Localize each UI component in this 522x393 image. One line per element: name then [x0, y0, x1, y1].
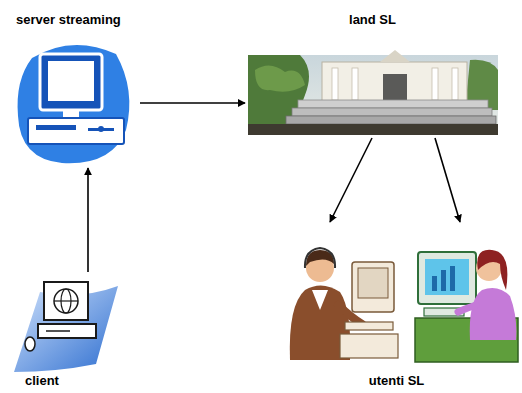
- server-computer-icon: [18, 45, 130, 163]
- drive-slot: [36, 125, 76, 130]
- drive-slot: [46, 330, 70, 332]
- chart-bar: [441, 270, 446, 291]
- column: [452, 68, 458, 100]
- icon-node: client: [12, 272, 127, 390]
- arrow-connector: [330, 138, 372, 222]
- woman-hair: [477, 250, 507, 290]
- steps: [298, 100, 488, 108]
- chart-bar: [432, 276, 437, 291]
- icon-blob: [18, 45, 130, 163]
- building-roof: [380, 50, 410, 62]
- node-label: utenti SL: [275, 373, 518, 388]
- man-at-computer: [290, 248, 398, 360]
- monitor-screen: [358, 268, 388, 298]
- globe: [54, 289, 78, 313]
- mouse: [25, 337, 35, 351]
- column: [332, 68, 338, 100]
- steps: [286, 116, 496, 124]
- icon-node: utenti SL: [275, 222, 518, 390]
- column: [432, 68, 438, 100]
- chart-bar: [450, 266, 455, 291]
- node-label: server streaming: [16, 12, 121, 27]
- land-picture: [248, 50, 498, 135]
- ground: [248, 124, 498, 135]
- column: [352, 68, 358, 100]
- computer-case: [28, 118, 124, 144]
- monitor-stand: [63, 110, 79, 118]
- man-shirt: [312, 290, 328, 310]
- node-label: client: [25, 373, 59, 388]
- woman-at-computer: [415, 250, 518, 362]
- picture-sky: [248, 55, 498, 135]
- building: [322, 62, 467, 102]
- arrow-connector: [140, 102, 245, 104]
- headset: [305, 248, 335, 268]
- icon-node: server streaming: [10, 8, 140, 168]
- monitor-frame: [40, 54, 102, 110]
- woman-body: [470, 288, 517, 340]
- icon-sheet: [14, 286, 118, 372]
- computer-case: [340, 334, 398, 358]
- steps: [292, 108, 492, 116]
- woman-arm: [458, 305, 476, 312]
- monitor-screen: [48, 61, 94, 101]
- trees: [255, 65, 305, 91]
- entrance: [383, 74, 407, 102]
- arrow-connector: [87, 168, 89, 272]
- node-label: land SL: [245, 12, 500, 27]
- icon-node: land SL: [245, 8, 500, 138]
- monitor: [44, 282, 88, 320]
- power-button: [98, 126, 104, 132]
- keyboard: [345, 322, 393, 330]
- computer-case: [38, 324, 96, 338]
- client-computer-icon: [14, 282, 118, 372]
- globe-equator: [54, 300, 78, 301]
- monitor-screen: [425, 259, 469, 295]
- monitor: [418, 252, 476, 304]
- monitor: [352, 262, 394, 312]
- arrow-connector: [435, 138, 460, 222]
